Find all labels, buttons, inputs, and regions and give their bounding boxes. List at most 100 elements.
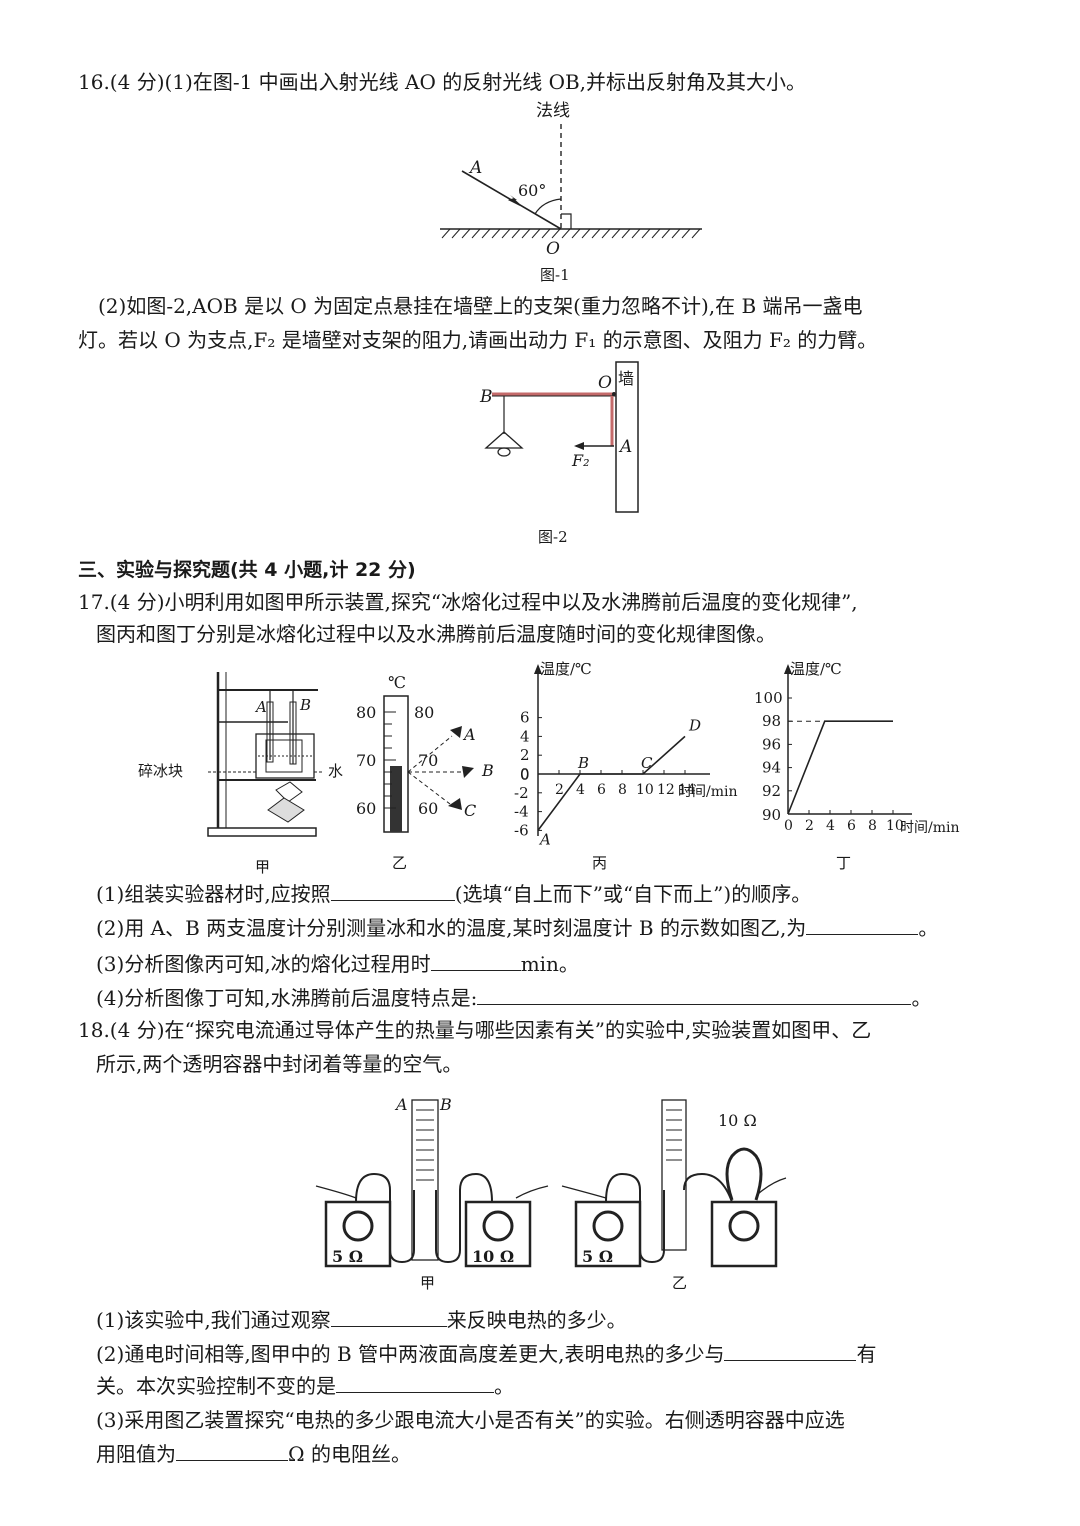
figure-17-yi-thermometer: ℃ 80 70 60 80 70 60 A B C 乙 [356, 673, 494, 872]
x-tick-label: 10 [636, 782, 654, 798]
q18-question-2b: 关。本次实验控制不变的是。 [96, 1372, 514, 1400]
q18-question-3-line1: (3)采用图乙装置探究“电热的多少跟电流大小是否有关”的实验。右侧透明容器中应选 [96, 1408, 845, 1432]
figure-1-reflection: 法线 A 60° O 图-1 [440, 101, 702, 284]
y-tick-label: 90 [762, 806, 781, 824]
figure-18-jia-caption: 甲 [420, 1274, 435, 1292]
x-tick-label: 4 [826, 818, 835, 834]
q16-part1: 16.(4 分)(1)在图-1 中画出入射光线 AO 的反射光线 OB,并标出反… [78, 70, 807, 94]
figure-2-caption: 图-2 [538, 528, 568, 546]
origin-label: 0 [520, 766, 530, 784]
y-tick-label: 92 [762, 782, 781, 800]
q18-question-1: (1)该实验中,我们通过观察来反映电热的多少。 [96, 1306, 627, 1334]
figure-18-yi-apparatus: 10 Ω 5 Ω 乙 [561, 1099, 787, 1292]
q17-question-3: (3)分析图像丙可知,冰的熔化过程用时 min。 [96, 950, 579, 978]
q18-q3-post: Ω 的电阻丝。 [288, 1442, 411, 1466]
y-tick-label: -6 [514, 821, 529, 839]
x-tick-label: 8 [868, 818, 877, 834]
point-label-a: A [538, 830, 551, 848]
y-axis-arrow [784, 664, 792, 674]
x-axis-label: 时间/min [678, 784, 738, 800]
x-tick-label: 2 [555, 782, 564, 798]
x-tick-label: 4 [576, 782, 585, 798]
figure-18-jia-apparatus: A B 5 Ω 10 Ω 甲 [315, 1095, 549, 1292]
q17-q2-answer-blank[interactable] [806, 914, 919, 935]
resistor-10-label: 10 Ω [472, 1247, 514, 1266]
point-label-b: B [577, 754, 589, 772]
resistor-5-label: 5 Ω [332, 1247, 363, 1266]
x-tick-label: 8 [618, 782, 627, 798]
tick-60-left: 60 [356, 799, 376, 818]
tick-80-left: 80 [356, 703, 376, 722]
q18-q2-answer-blank[interactable] [724, 1340, 857, 1361]
tick-80-right: 80 [414, 703, 434, 722]
figure-bing-caption: 丙 [592, 854, 607, 872]
q17-intro1: 17.(4 分)小明利用如图甲所示装置,探究“冰熔化过程中以及水沸腾前后温度的变… [78, 590, 858, 614]
q17-q1-pre: (1)组装实验器材时,应按照 [96, 882, 331, 906]
y-tick-label: -4 [514, 803, 529, 821]
q18-q2-post: 有 [856, 1342, 877, 1366]
q17-q4-answer-blank[interactable] [477, 984, 912, 1005]
y-tick-label: 2 [520, 746, 530, 764]
y-tick-label: 6 [520, 709, 530, 727]
point-a-label-2: A [618, 437, 632, 457]
y-tick-label: 96 [762, 735, 781, 753]
point-o-label-2: O [598, 373, 612, 393]
x-tick-label: 6 [597, 782, 606, 798]
point-b-label: B [479, 387, 493, 407]
x-tick-label: 6 [847, 818, 856, 834]
q16-part2-line2: 灯。若以 O 为支点,F₂ 是墙壁对支架的阻力,请画出动力 F₁ 的示意图、及阻… [78, 328, 878, 352]
q17-q2-post: 。 [918, 916, 939, 940]
x-tick-label: 2 [805, 818, 814, 834]
y-tick-label: 94 [762, 759, 781, 777]
tick-70-left: 70 [356, 751, 376, 770]
y-tick-label: -2 [514, 784, 529, 802]
q17-q4-post: 。 [911, 986, 932, 1010]
q17-q3-post: min。 [520, 952, 579, 976]
figure-18-yi-caption: 乙 [672, 1274, 687, 1292]
q18-intro1: 18.(4 分)在“探究电流通过导体产生的热量与哪些因素有关”的实验中,实验装置… [78, 1018, 872, 1042]
x-tick-label: 14 [678, 782, 696, 798]
q18-question-2: (2)通电时间相等,图甲中的 B 管中两液面高度差更大,表明电热的多少与 有 [96, 1340, 876, 1368]
point-label-c: C [641, 754, 653, 772]
y-tick-label: 100 [754, 689, 783, 707]
q18-q3-pre: 用阻值为 [96, 1442, 176, 1466]
thermometer-unit: ℃ [388, 673, 406, 692]
q18-question-3: 用阻值为 Ω 的电阻丝。 [96, 1440, 411, 1468]
tick-60-right: 60 [418, 799, 438, 818]
figure-jia-caption: 甲 [255, 858, 270, 876]
q18-q1-answer-blank[interactable] [330, 1306, 447, 1327]
y-axis-label: 温度/℃ [540, 660, 592, 678]
q17-q1-post: (选填“自上而下”或“自下而上”)的顺序。 [454, 882, 812, 906]
figure-ding-caption: 丁 [836, 854, 851, 872]
series-line [537, 735, 686, 831]
point-o-label: O [546, 239, 560, 259]
section-3-title: 三、实验与探究题(共 4 小题,计 22 分) [78, 559, 416, 581]
point-label-d: D [688, 716, 701, 734]
normal-label: 法线 [536, 101, 570, 121]
q18-q3-answer-blank[interactable] [176, 1440, 288, 1461]
thermometer-a-label: A [254, 698, 267, 716]
q18-intro2: 所示,两个透明容器中封闭着等量的空气。 [96, 1052, 463, 1076]
q17-question-2: (2)用 A、B 两支温度计分别测量冰和水的温度,某时刻温度计 B 的示数如图乙… [96, 914, 938, 942]
angle-label: 60° [518, 181, 546, 200]
q17-q3-pre: (3)分析图像丙可知,冰的熔化过程用时 [96, 952, 431, 976]
q17-q1-answer-blank[interactable] [330, 880, 455, 901]
tube-b-label: B [439, 1095, 452, 1114]
q17-q2-pre: (2)用 A、B 两支温度计分别测量冰和水的温度,某时刻温度计 B 的示数如图乙… [96, 916, 807, 940]
eye-b-label: B [481, 761, 494, 780]
figure-17-jia-apparatus: A B 碎冰块 水 甲 [138, 672, 343, 876]
x-axis-label: 时间/min [900, 820, 960, 836]
q18-q2-pre: (2)通电时间相等,图甲中的 B 管中两液面高度差更大,表明电热的多少与 [96, 1342, 725, 1366]
eye-c-label: C [464, 801, 476, 820]
q18-q2b-pre: 关。本次实验控制不变的是 [96, 1374, 336, 1398]
q17-question-1: (1)组装实验器材时,应按照 (选填“自上而下”或“自下而上”)的顺序。 [96, 880, 811, 908]
external-resistor-label: 10 Ω [718, 1111, 757, 1130]
q18-q1-pre: (1)该实验中,我们通过观察 [96, 1308, 331, 1332]
q17-question-4: (4)分析图像丁可知,水沸腾前后温度特点是:。 [96, 984, 931, 1012]
x-tick-label: 12 [657, 782, 675, 798]
y-tick-label: 98 [762, 712, 781, 730]
x-tick-label: 10 [886, 818, 904, 834]
q17-q3-answer-blank[interactable] [430, 950, 521, 971]
q18-q2b-answer-blank[interactable] [336, 1372, 494, 1393]
